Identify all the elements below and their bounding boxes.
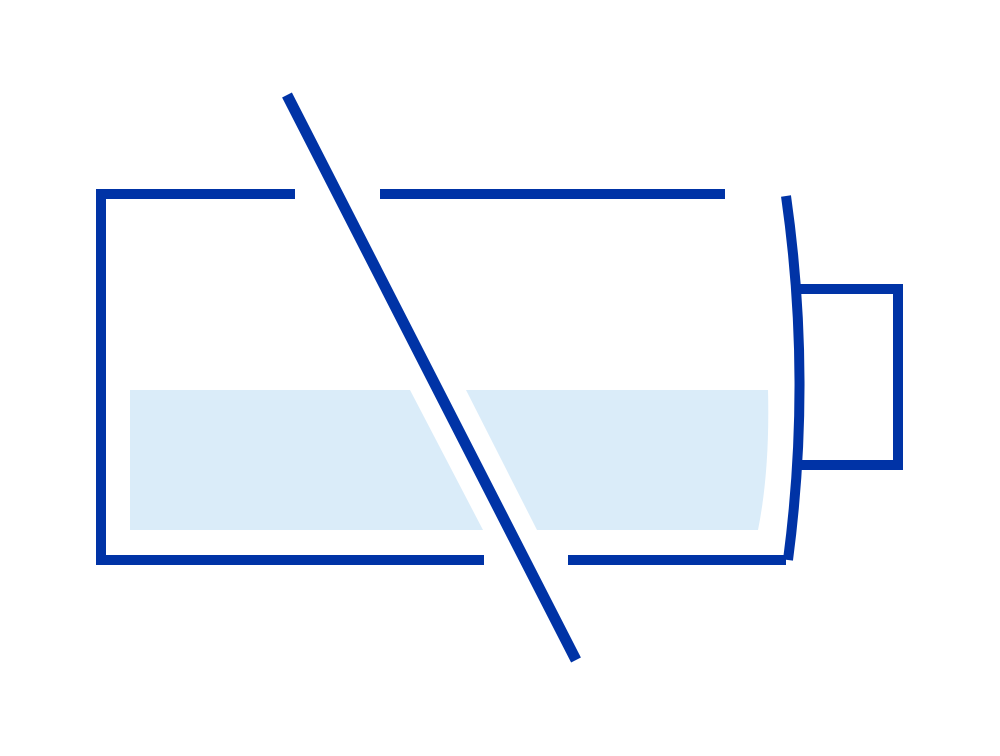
battery-outline (96, 189, 903, 565)
battery-body-left (96, 189, 484, 565)
battery-fill-right (466, 390, 769, 530)
battery-right-edge (781, 195, 805, 561)
battery-fill-left (130, 390, 483, 530)
battery-terminal (800, 284, 903, 470)
slash-line (282, 92, 581, 663)
battery-level-fill (130, 390, 769, 530)
